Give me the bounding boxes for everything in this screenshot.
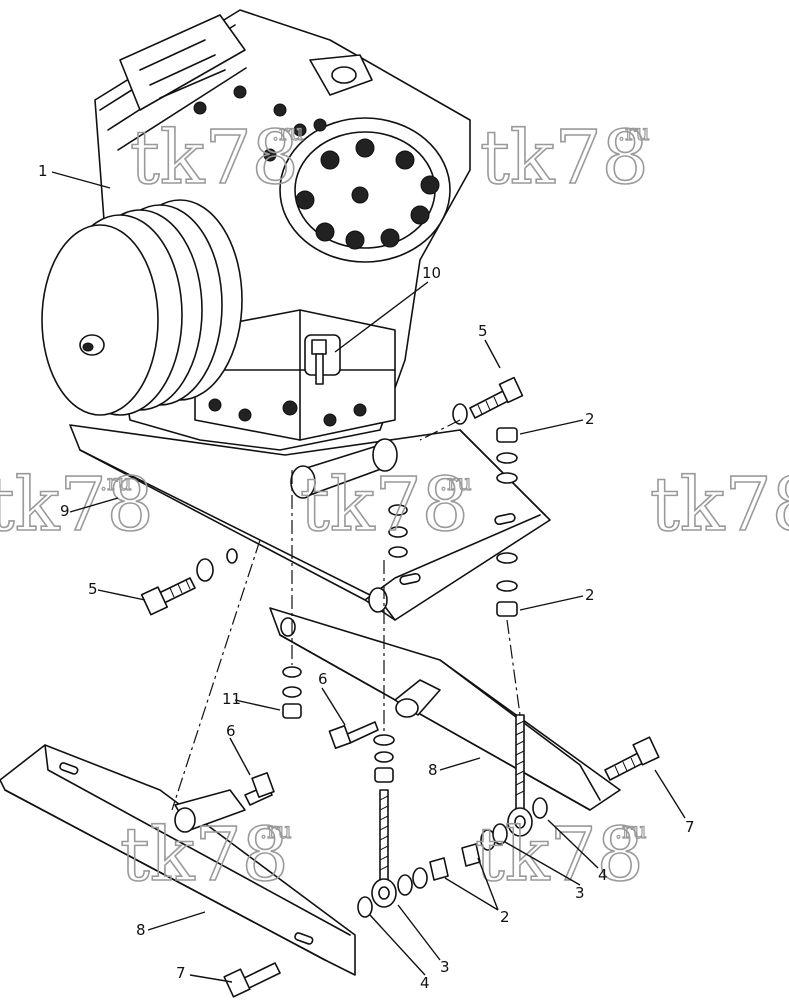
callout-1: 1 <box>38 162 48 180</box>
callout-3-bottom: 3 <box>440 958 450 976</box>
watermark-suffix: .ru <box>100 471 132 496</box>
watermark: tk78 <box>650 462 789 548</box>
compressor <box>41 9 471 451</box>
callout-8-right: 8 <box>428 761 438 779</box>
watermarks: tk78 .ru tk78 .ru tk78 .ru tk78 .ru tk78… <box>0 114 789 899</box>
callout-6-middle: 6 <box>318 670 328 688</box>
callout-2-top: 2 <box>585 410 595 428</box>
bolt-6-middle <box>328 721 379 749</box>
callout-4-bottom: 4 <box>420 974 430 992</box>
leader-lines <box>51 171 686 983</box>
washers-and-nuts <box>196 403 548 918</box>
bolt-10 <box>311 339 327 385</box>
watermark: tk78 <box>120 812 289 898</box>
upper-mounting-bracket <box>69 424 551 621</box>
callout-6-left: 6 <box>226 722 236 740</box>
watermark-suffix: .ru <box>272 121 304 146</box>
callout-2-middle: 2 <box>585 586 595 604</box>
adjusting-rod-left <box>371 789 397 908</box>
callout-5-lower: 5 <box>88 580 98 598</box>
bolt-5-lower <box>140 577 196 616</box>
callout-labels: 1 10 5 2 2 9 5 11 6 6 8 7 8 2 3 4 4 3 7 <box>38 162 695 992</box>
watermark-suffix: .ru <box>615 819 647 844</box>
callout-3-right: 3 <box>575 884 585 902</box>
callout-7-right: 7 <box>685 818 695 836</box>
callout-10: 10 <box>422 264 441 282</box>
callout-11: 11 <box>222 690 241 708</box>
centerlines <box>171 419 521 811</box>
watermark: tk78 <box>130 115 299 201</box>
bolt-7-bottom <box>223 962 281 998</box>
watermark-suffix: .ru <box>260 819 292 844</box>
watermark: tk78 <box>300 462 469 548</box>
watermark: tk78 <box>475 812 644 898</box>
lower-bracket-right <box>269 607 621 811</box>
callout-9: 9 <box>60 502 70 520</box>
bolt-7-right <box>604 736 660 781</box>
bolt-5-upper <box>469 376 524 419</box>
callout-2-bottom: 2 <box>500 908 510 926</box>
watermark-suffix: .ru <box>440 471 472 496</box>
lower-bracket-left <box>0 744 356 976</box>
watermark-suffix: .ru <box>618 121 650 146</box>
bolt-6-left <box>244 772 275 806</box>
callout-8-left: 8 <box>136 921 146 939</box>
callout-7-bottom: 7 <box>176 964 186 982</box>
callout-5-upper: 5 <box>478 322 488 340</box>
watermark: tk78 <box>0 462 154 548</box>
callout-4-right: 4 <box>598 866 608 884</box>
watermark: tk78 <box>480 115 649 201</box>
